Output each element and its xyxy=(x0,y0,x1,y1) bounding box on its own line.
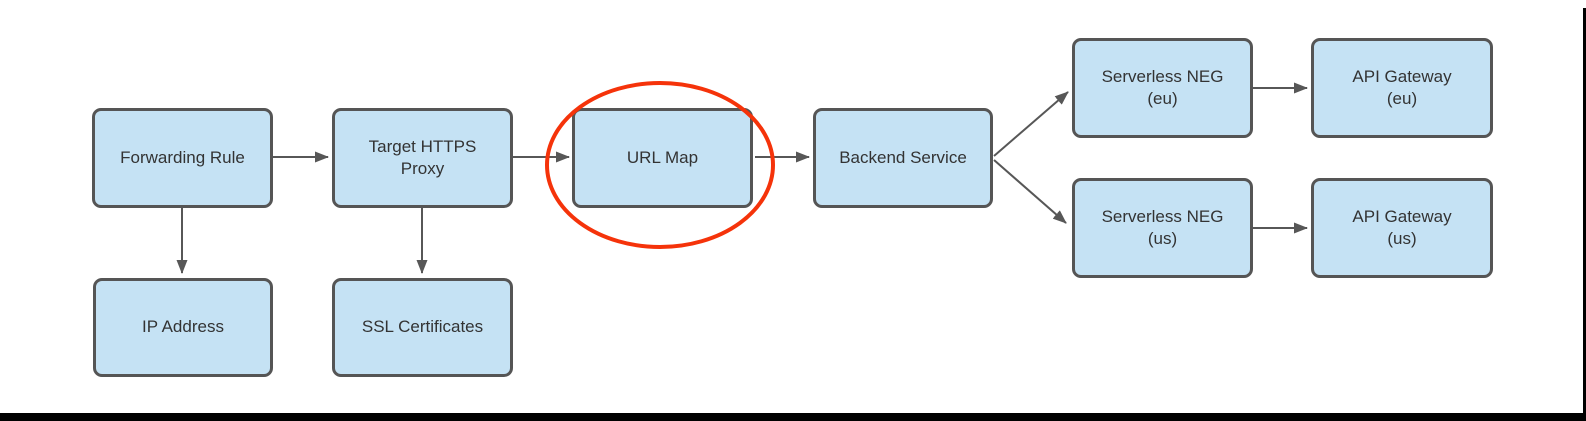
node-label: URL Map xyxy=(626,147,699,167)
node-label: IP Address xyxy=(142,317,224,337)
node-label: API Gateway (us) xyxy=(1352,206,1452,248)
node-label: Backend Service xyxy=(839,147,967,167)
window-bottom-edge xyxy=(0,413,1586,421)
node-label: Forwarding Rule xyxy=(120,147,245,167)
edge-backend-service-serverless-neg-us-arrow xyxy=(993,159,1067,224)
node-target-https-proxy: Target HTTPS Proxy xyxy=(332,108,513,208)
node-label: Target HTTPS Proxy xyxy=(368,136,477,178)
edge-backend-service-serverless-neg-eu-arrow xyxy=(993,91,1069,157)
node-api-gateway-us: API Gateway (us) xyxy=(1311,178,1493,278)
node-label: Serverless NEG (eu) xyxy=(1101,66,1224,108)
node-forwarding-rule: Forwarding Rule xyxy=(92,108,273,208)
node-backend-service: Backend Service xyxy=(813,108,993,208)
node-serverless-neg-us: Serverless NEG (us) xyxy=(1072,178,1253,278)
node-label: API Gateway (eu) xyxy=(1352,66,1452,108)
node-ip-address: IP Address xyxy=(93,278,273,377)
node-api-gateway-eu: API Gateway (eu) xyxy=(1311,38,1493,138)
node-label: Serverless NEG (us) xyxy=(1101,206,1224,248)
node-url-map: URL Map xyxy=(572,108,753,208)
node-label: SSL Certificates xyxy=(361,317,484,337)
node-serverless-neg-eu: Serverless NEG (eu) xyxy=(1072,38,1253,138)
window-right-edge xyxy=(1583,8,1586,421)
node-ssl-certificates: SSL Certificates xyxy=(332,278,513,377)
